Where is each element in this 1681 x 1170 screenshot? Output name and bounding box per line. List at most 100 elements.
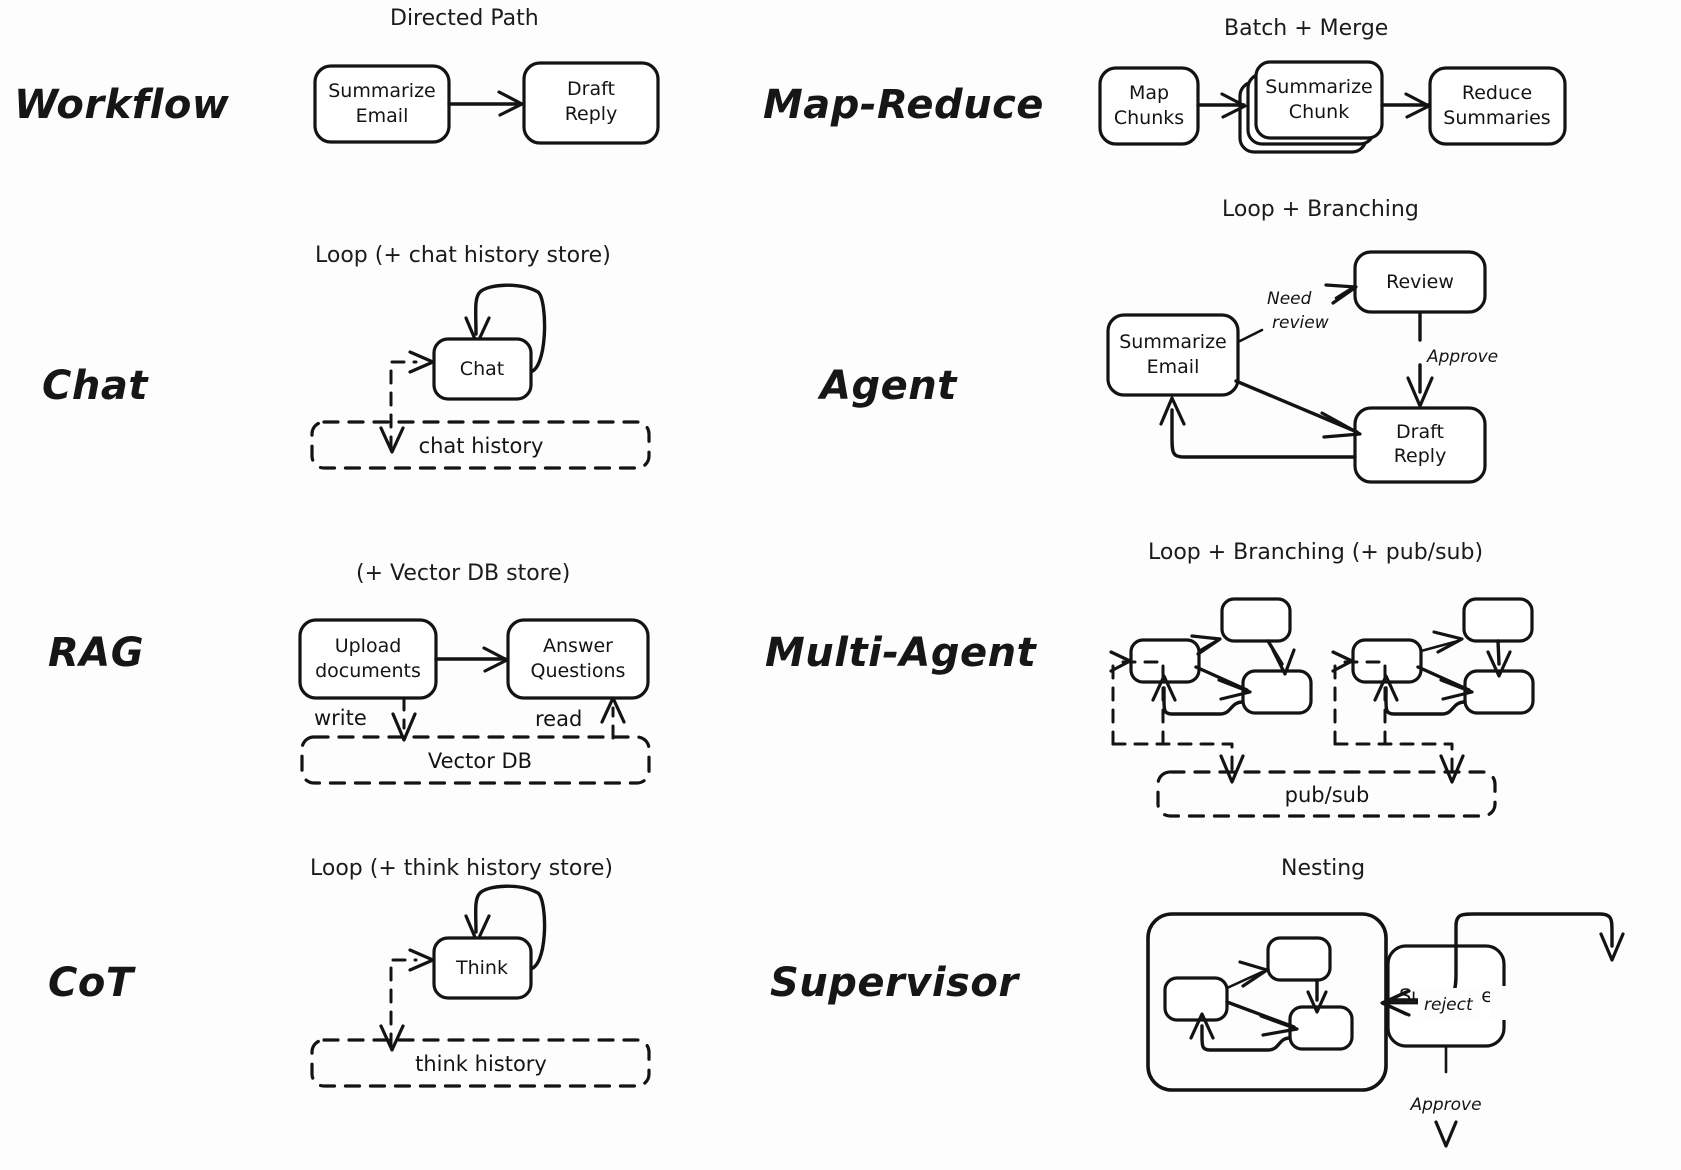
row-label-multi-agent: Multi-Agent: [765, 630, 1037, 676]
node-upload-documents-line2: documents: [315, 660, 421, 682]
arrowhead-summarize-to-review: [1324, 283, 1358, 305]
store-chat-history[interactable]: [310, 420, 651, 470]
arrowhead-chat-to-history: [379, 426, 405, 454]
panel-multi-agent: pub/sub: [1109, 597, 1535, 818]
edge-label-approve: Approve: [1426, 347, 1498, 367]
panel-title-loop-branching: Loop + Branching: [1222, 197, 1419, 222]
store-pub-sub-label: pub/sub: [1285, 783, 1370, 807]
node-reduce-summaries[interactable]: [1428, 66, 1567, 146]
node-nested-right[interactable]: [1288, 1005, 1354, 1051]
node-agent-summarize-email[interactable]: [1106, 313, 1240, 397]
node-reduce-summaries-line1: Reduce: [1462, 82, 1532, 104]
row-label-supervisor: Supervisor: [770, 960, 1019, 1006]
arrowhead-supervise-approve: [1434, 1120, 1458, 1148]
arrowhead-upload-to-answer: [482, 646, 509, 673]
node-nested-left[interactable]: [1163, 976, 1229, 1022]
arrowhead-nested-right-to-left-loop: [1189, 1012, 1215, 1040]
panel-supervisor: Supervise reject Approve: [1146, 912, 1625, 1148]
panel-rag: Upload documents Answer Questions write …: [298, 618, 651, 785]
store-vector-db-label: Vector DB: [428, 749, 532, 773]
node-agent-summarize-email-line1: Summarize: [1119, 331, 1227, 353]
node-draft-reply-line1: Draft: [567, 78, 615, 100]
node-think[interactable]: [432, 936, 533, 1000]
edge-think-self-loop: [473, 884, 547, 971]
node-map-chunks-line1: Map: [1129, 82, 1169, 104]
arrowhead-summarize-to-draft-diagonal: [1320, 411, 1362, 439]
edge-summarize-to-review-stub: [1238, 328, 1264, 343]
panel-title-nesting: Nesting: [1281, 856, 1366, 881]
arrowhead-b-left-to-right: [1439, 678, 1474, 701]
multi-agent-subgraph-a: [1109, 597, 1313, 784]
node-map-chunks-line2: Chunks: [1114, 107, 1184, 129]
arrowhead-summarize-to-reduce: [1404, 92, 1431, 119]
node-map-chunks[interactable]: [1098, 66, 1200, 146]
arrowhead-b-top-to-right: [1486, 650, 1512, 678]
store-think-history-label: think history: [415, 1052, 547, 1076]
node-think-label: Think: [455, 957, 508, 979]
edge-summarize-to-draft-diagonal: [1234, 379, 1359, 434]
node-agent-summarize-email-line2: Email: [1147, 356, 1200, 378]
node-answer-questions-line2: Questions: [531, 660, 626, 682]
panel-cot: Think think history: [310, 884, 651, 1088]
panel-chat: Chat chat history: [310, 283, 651, 470]
arrowhead-vectordb-to-answer: [600, 696, 626, 724]
node-summarize-email-line2: Email: [356, 105, 409, 127]
node-subgraph-a-top[interactable]: [1220, 597, 1292, 643]
store-pub-sub[interactable]: [1156, 770, 1497, 818]
node-review-label: Review: [1386, 271, 1454, 293]
edge-label-reject: reject: [1425, 994, 1475, 1014]
edge-b-pubsub-in: [1340, 660, 1387, 746]
edge-label-review: review: [1272, 313, 1329, 333]
node-summarize-chunk[interactable]: [1254, 60, 1384, 140]
node-summarize-chunk-line1: Summarize: [1265, 76, 1373, 98]
edge-nested-left-to-top: [1225, 970, 1264, 990]
node-upload-documents-line1: Upload: [335, 635, 402, 657]
edge-a-right-to-left-loop: [1162, 686, 1245, 716]
row-label-cot: CoT: [48, 960, 134, 1006]
node-answer-questions-line1: Answer: [543, 635, 613, 657]
row-label-map-reduce: Map-Reduce: [763, 82, 1044, 128]
node-upload-documents[interactable]: [298, 618, 438, 700]
arrowhead-upload-to-vectordb: [391, 712, 417, 742]
node-subgraph-b-right[interactable]: [1463, 669, 1535, 715]
node-chat-label: Chat: [460, 358, 504, 380]
node-subgraph-a-right[interactable]: [1241, 669, 1313, 715]
edge-label-need: Need: [1267, 289, 1312, 309]
edge-label-approve-out: Approve: [1409, 1095, 1481, 1115]
edge-chat-self-loop: [473, 283, 547, 374]
arrowhead-a-left-to-right: [1217, 678, 1252, 701]
arrowhead-b-pubsub-in: [1331, 650, 1354, 673]
node-chat[interactable]: [432, 337, 533, 401]
edge-b-right-to-left-loop: [1384, 686, 1467, 716]
node-answer-questions[interactable]: [506, 618, 650, 700]
arrowhead-review-to-draft: [1406, 376, 1434, 408]
panel-title-loop-branching-pubsub: Loop + Branching (+ pub/sub): [1148, 540, 1484, 565]
panel-title-directed-path: Directed Path: [390, 6, 539, 31]
arrowhead-a-left-to-top: [1190, 634, 1222, 656]
node-draft-reply-line2: Reply: [565, 103, 618, 125]
node-subgraph-b-top[interactable]: [1462, 597, 1534, 643]
panel-title-vector-db-store: (+ Vector DB store): [356, 561, 571, 586]
edge-a-pubsub-in: [1118, 660, 1165, 746]
store-think-history[interactable]: [310, 1038, 651, 1088]
node-summarize-chunk-line2: Chunk: [1289, 101, 1349, 123]
node-agent-draft-reply-line1: Draft: [1396, 421, 1444, 443]
store-vector-db[interactable]: [300, 735, 651, 785]
store-chat-history-label: chat history: [419, 434, 544, 458]
row-label-rag: RAG: [48, 630, 145, 676]
node-summarize-email[interactable]: [313, 64, 451, 144]
panel-title-batch-merge: Batch + Merge: [1224, 16, 1389, 41]
node-nested-top[interactable]: [1266, 936, 1332, 982]
arrowhead-group-to-supervise: [1599, 932, 1625, 962]
node-draft-reply[interactable]: [522, 61, 660, 145]
arrowhead-map-to-summarize: [1220, 92, 1247, 119]
node-agent-draft-reply[interactable]: [1353, 406, 1487, 484]
panel-map-reduce: Map Chunks Summarize Chunk Reduce Summar…: [1098, 60, 1567, 154]
arrowhead-think-to-history: [379, 1024, 405, 1052]
multi-agent-subgraph-b: [1331, 597, 1535, 784]
arrowhead-nested-top-to-right: [1306, 990, 1328, 1014]
edge-label-write: write: [314, 706, 367, 730]
edge-b-left-to-top: [1419, 639, 1460, 653]
panel-workflow: Summarize Email Draft Reply: [313, 61, 660, 145]
